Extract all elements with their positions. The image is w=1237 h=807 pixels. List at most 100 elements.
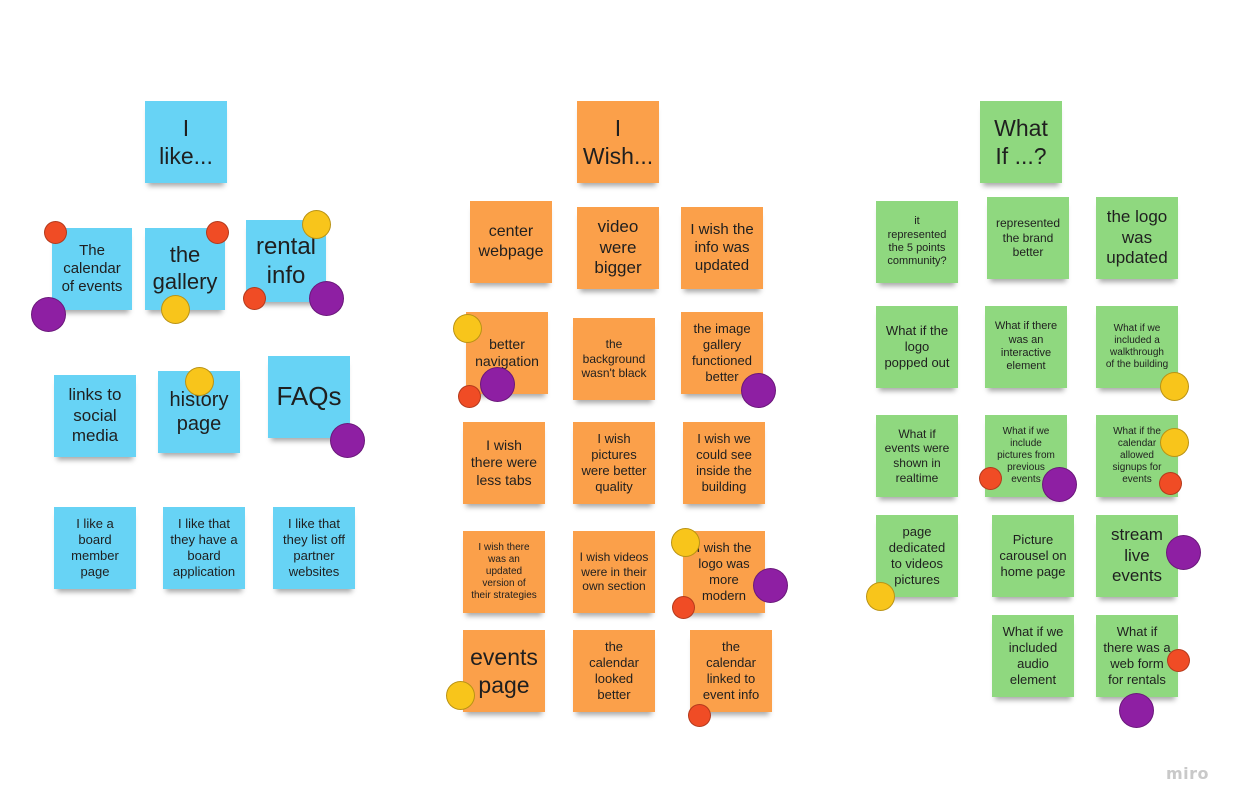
sticky-text: the calendar looked better xyxy=(589,639,639,702)
sticky-text: I wish there was an updated version of t… xyxy=(471,541,537,602)
header-i-wish-sticky[interactable]: I Wish... xyxy=(577,101,659,183)
vote-dot-yellow[interactable] xyxy=(446,681,475,710)
sticky-text: FAQs xyxy=(276,381,342,412)
whatif-sticky[interactable]: What if the logo popped out xyxy=(876,306,958,388)
like-sticky[interactable]: links to social media xyxy=(54,375,136,457)
vote-dot-yellow[interactable] xyxy=(1160,372,1189,401)
wish-sticky[interactable]: I wish there were less tabs xyxy=(463,422,545,504)
sticky-text: I wish the info was updated xyxy=(690,220,754,275)
vote-dot-purple[interactable] xyxy=(480,367,515,402)
sticky-text: Picture carousel on home page xyxy=(999,532,1067,579)
sticky-text: represented the brand better xyxy=(995,216,1061,260)
sticky-text: What if there was an interactive element xyxy=(994,320,1058,373)
wish-sticky[interactable]: video were bigger xyxy=(577,207,659,289)
sticky-text: I wish the logo was more modern xyxy=(697,540,752,603)
sticky-text: What if we included a walkthrough of the… xyxy=(1105,322,1169,371)
wish-sticky[interactable]: the calendar linked to event info xyxy=(690,630,772,712)
vote-dot-purple[interactable] xyxy=(31,297,66,332)
vote-dot-red[interactable] xyxy=(672,596,695,619)
sticky-text: I wish there were less tabs xyxy=(470,437,538,488)
vote-dot-red[interactable] xyxy=(1167,649,1190,672)
sticky-text: What if the logo popped out xyxy=(884,323,950,370)
vote-dot-yellow[interactable] xyxy=(1160,428,1189,457)
vote-dot-red[interactable] xyxy=(243,287,266,310)
whatif-sticky[interactable]: What if the calendar allowed signups for… xyxy=(1096,415,1178,497)
like-sticky[interactable]: history page xyxy=(158,371,240,453)
sticky-text: center webpage xyxy=(478,223,544,260)
sticky-text: What if events were shown in realtime xyxy=(884,426,950,485)
wish-sticky[interactable]: I wish the info was updated xyxy=(681,207,763,289)
whatif-sticky[interactable]: stream live events xyxy=(1096,515,1178,597)
sticky-text: I Wish... xyxy=(582,114,654,169)
like-sticky[interactable]: I like that they list off partner websit… xyxy=(273,507,355,589)
like-sticky[interactable]: FAQs xyxy=(268,356,350,438)
vote-dot-purple[interactable] xyxy=(309,281,344,316)
sticky-text: What If ...? xyxy=(994,114,1048,169)
sticky-text: I wish pictures were better quality xyxy=(581,431,647,494)
sticky-text: events page xyxy=(470,643,538,698)
like-sticky[interactable]: I like that they have a board applicatio… xyxy=(163,507,245,589)
vote-dot-purple[interactable] xyxy=(1042,467,1077,502)
whatif-sticky[interactable]: the logo was updated xyxy=(1096,197,1178,279)
sticky-text: What if we include pictures from previou… xyxy=(997,425,1055,486)
sticky-text: I wish videos were in their own section xyxy=(579,550,649,594)
vote-dot-red[interactable] xyxy=(979,467,1002,490)
vote-dot-red[interactable] xyxy=(44,221,67,244)
sticky-text: The calendar of events xyxy=(61,241,123,296)
sticky-text: it represented the 5 points community? xyxy=(887,215,947,268)
whatif-sticky[interactable]: What if there was an interactive element xyxy=(985,306,1067,388)
sticky-text: links to social media xyxy=(68,384,122,446)
sticky-text: the calendar linked to event info xyxy=(702,639,760,702)
vote-dot-purple[interactable] xyxy=(741,373,776,408)
sticky-text: the image gallery functioned better xyxy=(692,321,752,384)
sticky-text: page dedicated to videos pictures xyxy=(888,524,946,587)
sticky-text: I like... xyxy=(159,114,213,169)
wish-sticky[interactable]: the background wasn't black xyxy=(573,318,655,400)
whatif-sticky[interactable]: What if events were shown in realtime xyxy=(876,415,958,497)
vote-dot-purple[interactable] xyxy=(1166,535,1201,570)
sticky-text: I wish we could see inside the building xyxy=(696,431,752,494)
like-sticky[interactable]: I like a board member page xyxy=(54,507,136,589)
vote-dot-yellow[interactable] xyxy=(453,314,482,343)
sticky-text: the background wasn't black xyxy=(581,337,647,381)
sticky-text: the gallery xyxy=(152,242,218,294)
vote-dot-purple[interactable] xyxy=(330,423,365,458)
whatif-sticky[interactable]: What if we included audio element xyxy=(992,615,1074,697)
header-what-if-sticky[interactable]: What If ...? xyxy=(980,101,1062,183)
sticky-text: What if we included audio element xyxy=(1002,624,1064,687)
whatif-sticky[interactable]: page dedicated to videos pictures xyxy=(876,515,958,597)
wish-sticky[interactable]: I wish videos were in their own section xyxy=(573,531,655,613)
sticky-text: I like that they have a board applicatio… xyxy=(170,516,238,579)
vote-dot-yellow[interactable] xyxy=(866,582,895,611)
wish-sticky[interactable]: the calendar looked better xyxy=(573,630,655,712)
whatif-sticky[interactable]: Picture carousel on home page xyxy=(992,515,1074,597)
wish-sticky[interactable]: I wish we could see inside the building xyxy=(683,422,765,504)
whatif-sticky[interactable]: What if there was a web form for rentals xyxy=(1096,615,1178,697)
vote-dot-yellow[interactable] xyxy=(185,367,214,396)
sticky-text: better navigation xyxy=(475,335,539,369)
header-i-like-sticky[interactable]: I like... xyxy=(145,101,227,183)
whatif-sticky[interactable]: represented the brand better xyxy=(987,197,1069,279)
whatif-sticky[interactable]: it represented the 5 points community? xyxy=(876,201,958,283)
vote-dot-yellow[interactable] xyxy=(161,295,190,324)
sticky-text: rental info xyxy=(255,232,317,289)
vote-dot-red[interactable] xyxy=(1159,472,1182,495)
sticky-text: What if the calendar allowed signups for… xyxy=(1112,425,1162,486)
vote-dot-red[interactable] xyxy=(206,221,229,244)
sticky-text: video were bigger xyxy=(594,216,642,278)
wish-sticky[interactable]: I wish there was an updated version of t… xyxy=(463,531,545,613)
vote-dot-red[interactable] xyxy=(458,385,481,408)
sticky-text: the logo was updated xyxy=(1106,206,1168,268)
wish-sticky[interactable]: I wish pictures were better quality xyxy=(573,422,655,504)
wish-sticky[interactable]: center webpage xyxy=(470,201,552,283)
vote-dot-purple[interactable] xyxy=(1119,693,1154,728)
vote-dot-yellow[interactable] xyxy=(671,528,700,557)
vote-dot-red[interactable] xyxy=(688,704,711,727)
sticky-text: history page xyxy=(169,388,229,435)
vote-dot-yellow[interactable] xyxy=(302,210,331,239)
sticky-text: I like a board member page xyxy=(71,516,119,579)
like-sticky[interactable]: The calendar of events xyxy=(52,228,132,310)
wish-sticky[interactable]: events page xyxy=(463,630,545,712)
vote-dot-purple[interactable] xyxy=(753,568,788,603)
